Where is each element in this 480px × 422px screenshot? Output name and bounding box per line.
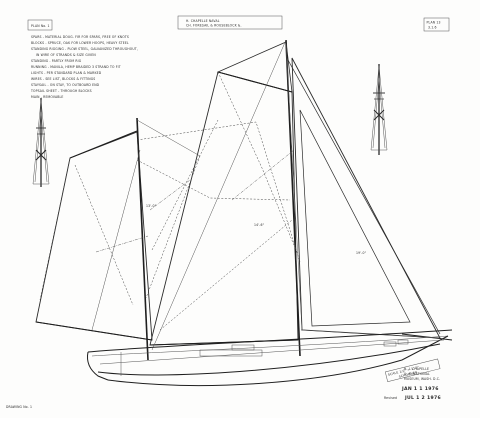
note-line: STAYSAIL - ON STAY, TO OUTBOARD END	[31, 83, 100, 87]
left-masthead-detail	[32, 98, 50, 187]
keel-line	[107, 335, 449, 386]
note-line: STANDING RIGGING - PLOW STEEL, GALVANIZE…	[31, 47, 138, 51]
specification-notes: SPARS - MATERIAL DOUG. FIR FOR SPARS, FR…	[30, 35, 138, 99]
foremast	[136, 117, 149, 361]
revised-date-stamp: JUL 1 2 1976	[404, 395, 441, 401]
fore-gaff	[69, 130, 138, 159]
sheer-line	[87, 329, 453, 353]
rigging-lines	[39, 39, 441, 351]
dimension-label: 19'-0"	[356, 251, 367, 255]
staysail-outline	[291, 57, 441, 339]
note-line: IN WIRE OF STRANDS & SIZE GIVEN	[36, 53, 96, 57]
revised-label: Revised	[384, 396, 397, 400]
fore-boom	[35, 321, 153, 341]
main-topsail-outline	[216, 41, 293, 93]
drawing-number-label: DRAWING No. 1	[6, 405, 32, 409]
waterline	[97, 343, 441, 376]
hull	[87, 329, 453, 386]
plan-reference-label: PLAN 13	[427, 20, 441, 24]
plan-number-label: PLAN No. 1	[31, 24, 50, 28]
lower-right-notes: SCALE 1/2" = 1'-0" SCHOONER H. I. CHAPEL…	[384, 358, 441, 401]
note-line: MAIN - REMOVABLE	[31, 95, 64, 99]
signature-line-2: U. S. NATIONAL	[404, 372, 430, 376]
plan-reference-box	[423, 17, 450, 32]
plan-reference-sub: 3.1.6	[428, 26, 437, 30]
vessel-type-legend: SCHOONER	[398, 370, 418, 379]
date-stamp: JAN 1 1 1976	[401, 386, 439, 392]
note-line: SPARS - MATERIAL DOUG. FIR FOR SPARS, FR…	[31, 35, 129, 39]
signature-line-3: MUSEUM, WASH. D.C.	[404, 377, 440, 381]
deckhouse	[199, 349, 263, 357]
right-masthead-detail	[370, 64, 388, 155]
jib-outline	[299, 109, 411, 327]
note-line: WIRES - SEE LIST, BLOCKS & FITTINGS	[31, 77, 95, 81]
note-line: RUNNING - MANILA, HEMP BRAIDED 3 STRAND …	[31, 65, 121, 69]
dimension-labels: 13'-0" 14'-6" 19'-0"	[146, 204, 367, 255]
main-gaff	[217, 71, 293, 93]
mainsail-outline	[149, 71, 299, 346]
title-block: PLAN No. 1 H. CHAPELLE NAVAL CH. FORESAI…	[27, 15, 450, 32]
title-center-box	[177, 15, 283, 30]
title-line-2: CH. FORESAIL & ROUSEBLOCK &.	[186, 24, 242, 28]
plan-number-box	[27, 19, 53, 31]
note-line: STANDING - PARTLY FROM RIG	[31, 59, 82, 63]
dimension-label: 14'-6"	[254, 223, 265, 227]
note-line: BLOCKS - SPRUCE, OAK FOR LOWER HOOPS, HE…	[31, 41, 129, 45]
note-line: TOPSAIL SHEET - THROUGH BLOCKS	[30, 89, 92, 93]
masts-and-spars	[35, 39, 453, 361]
note-line: LIGHTS - PER STANDARD PLAN & MARKED	[31, 71, 102, 75]
bowsprit	[401, 333, 453, 341]
dimension-label: 13'-0"	[146, 204, 157, 208]
signature-line-1: H. I. CHAPELLE	[404, 367, 429, 371]
title-line-1: H. CHAPELLE NAVAL	[186, 19, 220, 23]
scale-legend: SCALE 1/2" = 1'-0"	[388, 365, 420, 377]
mainmast	[285, 39, 301, 357]
